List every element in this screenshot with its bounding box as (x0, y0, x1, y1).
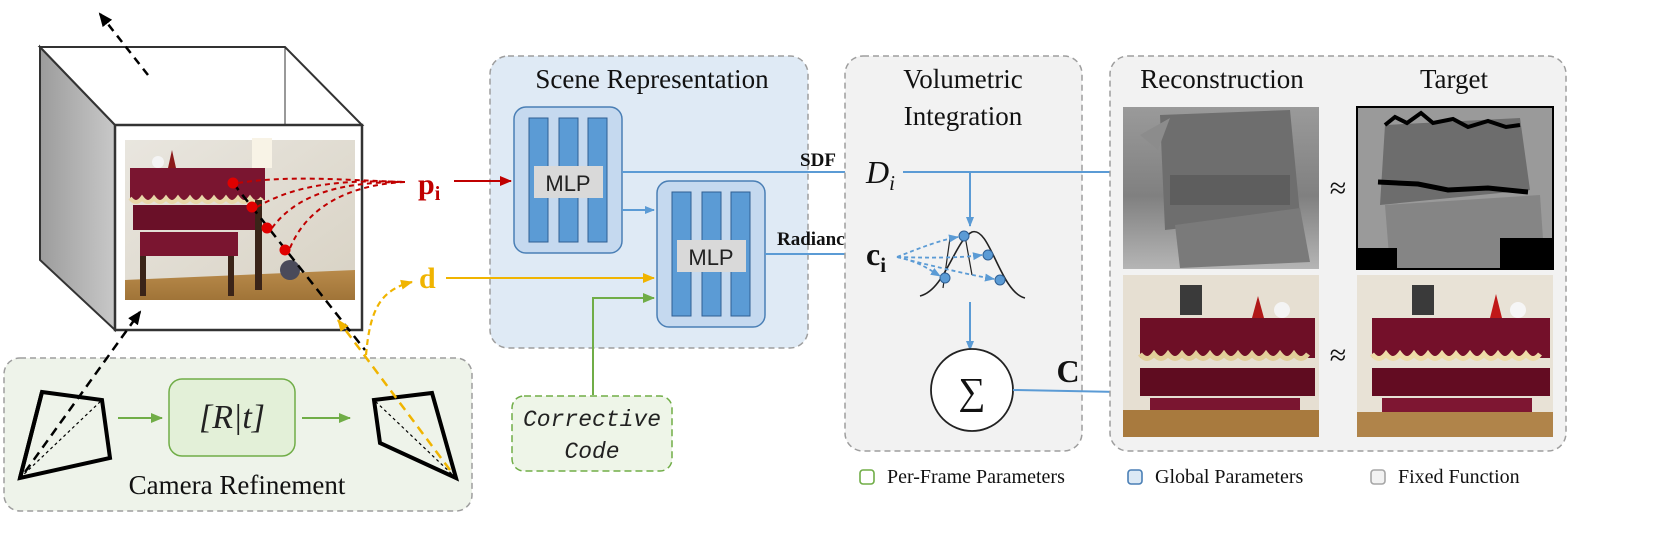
sum-symbol: ∑ (958, 371, 985, 413)
C-symbol: C (1056, 353, 1079, 389)
sample-point (227, 177, 239, 189)
legend-label: Global Parameters (1155, 466, 1303, 488)
d-symbol: d (419, 262, 436, 295)
piano-scene-image (115, 125, 362, 330)
sdf-label: SDF (800, 150, 836, 171)
target-rgb-image (1357, 275, 1553, 437)
mlp-radiance: MLP (656, 180, 766, 328)
corrective-code-line1: Corrective (523, 407, 661, 433)
volumetric-title-line1: Volumetric (903, 64, 1022, 94)
svg-text:MLP: MLP (688, 245, 733, 270)
scene-representation-title: Scene Representation (535, 64, 769, 94)
reconstruction-title: Reconstruction (1140, 64, 1304, 94)
volumetric-integration-panel (844, 55, 1083, 452)
legend-swatch (1127, 469, 1143, 485)
c-i-symbol: ci (866, 236, 886, 277)
corrective-code-box (511, 395, 673, 472)
camera-frustum-right (371, 390, 460, 482)
sample-point (261, 222, 273, 234)
sample-points (227, 177, 291, 256)
target-title: Target (1420, 64, 1489, 94)
svg-text:MLP: MLP (545, 171, 590, 196)
legend-swatch (1370, 469, 1386, 485)
legend-swatch (859, 469, 875, 485)
reconstruction-rgb-image (1123, 275, 1319, 437)
reconstruction-depth-image (1123, 107, 1319, 269)
ci-sample-arrows (896, 234, 995, 282)
density-curve (919, 230, 1026, 299)
legend: Per-Frame Parameters Global Parameters Fix… (859, 466, 1520, 488)
volumetric-title-line2: Integration (904, 101, 1023, 131)
mlp-geometry: MLP (513, 106, 623, 254)
rt-box (168, 378, 296, 457)
rt-label: [R|t] (199, 399, 265, 436)
refined-ray (336, 319, 452, 471)
approx-symbol-bottom: ≈ (1330, 339, 1346, 372)
target-depth-image (1356, 106, 1554, 270)
sample-point (279, 244, 291, 256)
legend-label: Fixed Function (1398, 466, 1520, 488)
D-i-symbol: Di (865, 154, 895, 195)
legend-label: Per-Frame Parameters (887, 466, 1065, 488)
code-to-mlp-arrow (592, 293, 655, 395)
sample-point (246, 201, 258, 213)
camera-frustum-left (17, 389, 113, 481)
direction-curve (364, 279, 413, 356)
camera-refinement-label: Camera Refinement (129, 470, 346, 500)
p-i-symbol: pi (418, 168, 441, 205)
radiance-label: Radiance (777, 229, 853, 250)
approx-symbol-top: ≈ (1330, 172, 1346, 205)
camera-ray-up (23, 310, 142, 473)
sum-to-output-arrow (1012, 387, 1121, 396)
corrective-code-line2: Code (564, 439, 619, 465)
scene-cube (37, 44, 365, 333)
sample-curves (237, 177, 406, 249)
